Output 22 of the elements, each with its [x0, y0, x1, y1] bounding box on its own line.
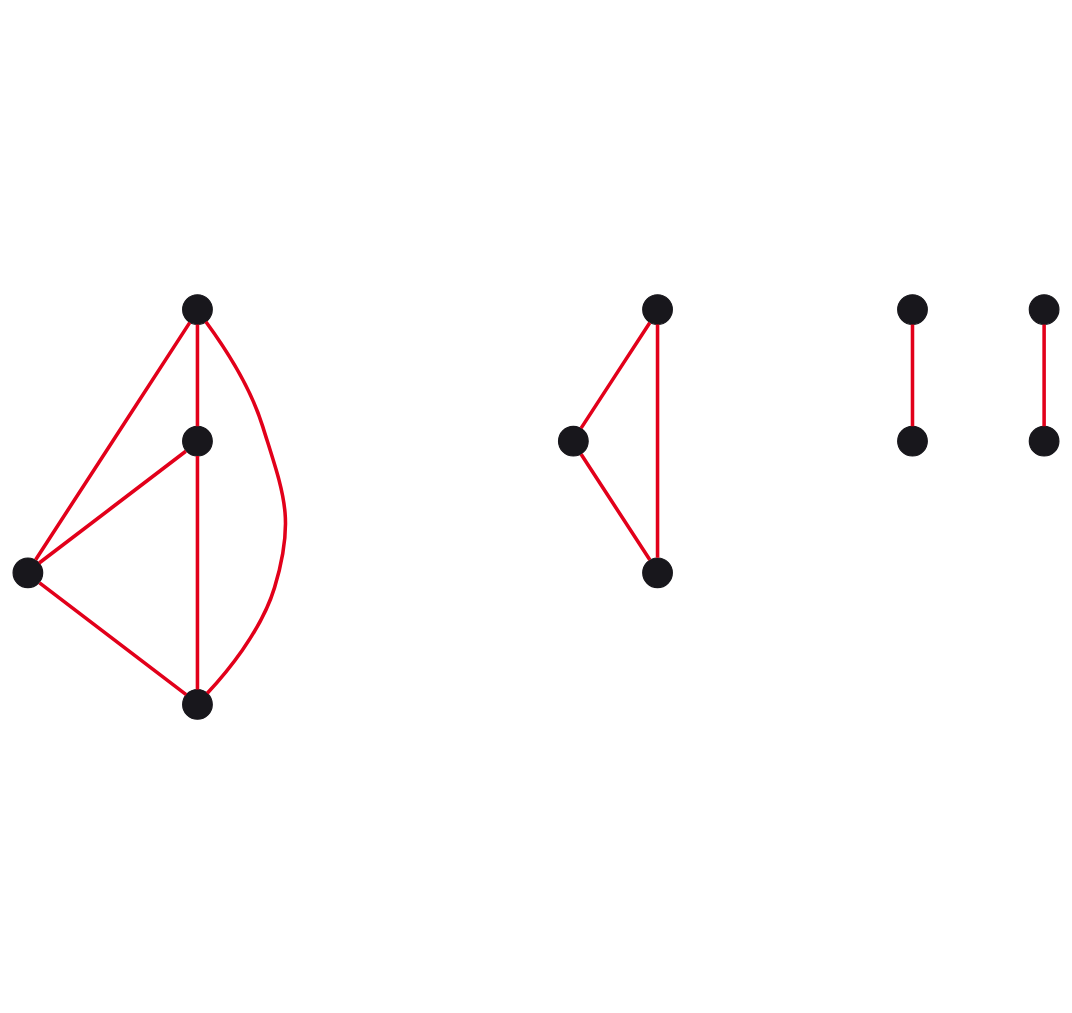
node-circle — [897, 293, 928, 325]
connector — [38, 449, 187, 564]
connector — [34, 321, 192, 561]
connector — [655, 323, 660, 558]
node-circle — [182, 293, 213, 325]
connector — [1042, 324, 1046, 426]
node-circle — [557, 425, 589, 457]
node-circle — [1028, 425, 1060, 457]
node-circle — [897, 425, 928, 457]
connector — [579, 321, 652, 429]
connector — [204, 320, 288, 694]
node-circle — [642, 293, 673, 325]
node-circle — [12, 556, 44, 588]
node-circle — [182, 425, 213, 457]
node-circle — [642, 556, 673, 588]
node-circle — [182, 688, 213, 720]
connector — [38, 580, 188, 696]
connector — [195, 455, 200, 689]
connector — [195, 324, 200, 426]
node-circle — [1028, 293, 1060, 325]
connector — [579, 452, 652, 561]
connector — [910, 324, 915, 426]
